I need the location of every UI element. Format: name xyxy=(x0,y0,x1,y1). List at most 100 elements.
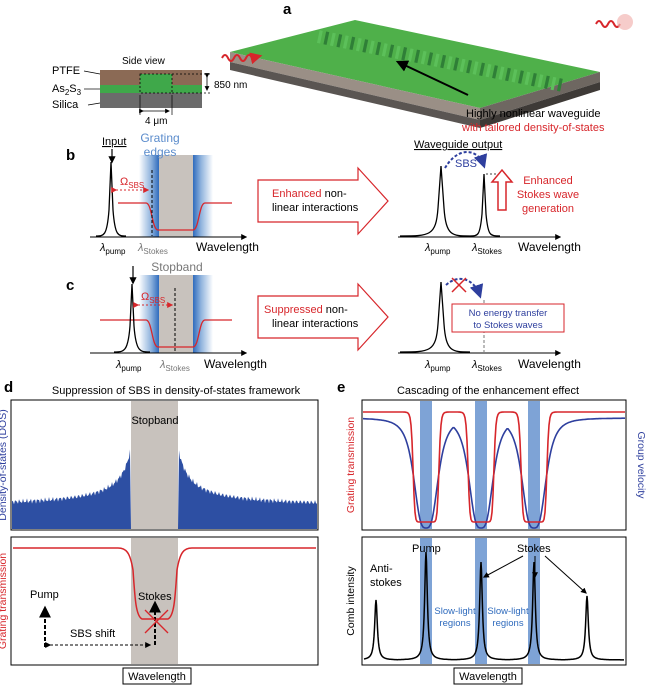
panel-d-letter: d xyxy=(4,379,13,396)
grating-ridge xyxy=(323,31,330,45)
enhanced-stokes-1: Enhanced xyxy=(523,175,573,187)
grating-transmission-curve-b xyxy=(118,202,232,231)
grating-ridge xyxy=(479,62,485,76)
grating-ridge xyxy=(466,60,472,74)
grating-ylabel-e: Grating transmission xyxy=(345,417,357,513)
grating-ridge xyxy=(459,58,466,73)
svg-text:Suppressed non-: Suppressed non- xyxy=(264,304,348,316)
thickness-label: 850 nm xyxy=(214,80,247,91)
lambda-pump-out-c: λpump xyxy=(424,359,451,373)
wavelength-out-c: Wavelength xyxy=(518,357,581,371)
grating-ridge xyxy=(342,35,349,49)
grating-ridge xyxy=(531,72,537,87)
callout-line1: Highly nonlinear waveguide xyxy=(466,108,601,120)
grating-ridge xyxy=(427,52,434,66)
output-wave-icon xyxy=(595,20,621,28)
no-transfer-box xyxy=(451,303,565,333)
no-transfer-1: No energy transfer xyxy=(469,308,548,319)
stokes-label-e: Stokes xyxy=(517,543,551,555)
lambda-pump-b: λpump xyxy=(99,242,126,256)
nonword-b: non- xyxy=(322,188,347,200)
panel-e-title: Cascading of the enhancement effect xyxy=(397,385,579,397)
grating-ridge xyxy=(511,69,518,83)
lambda-stokes-c: λStokes xyxy=(159,359,190,373)
grating-ridge xyxy=(414,49,421,64)
stopband-label-c: Stopband xyxy=(151,260,202,274)
grating-ridge xyxy=(336,34,343,48)
sbs-transfer-arrow xyxy=(444,151,488,169)
grating-ridge xyxy=(362,39,369,53)
grating-ridge xyxy=(524,71,531,86)
panel-c-input-spectrum: Stopband ΩSBS λpump λStokes Wavelength xyxy=(90,260,267,373)
stokes-peak-output xyxy=(469,173,501,237)
grating-ridge xyxy=(505,67,511,82)
grating-transmission-curve-e xyxy=(363,411,625,523)
enhanced-stokes-2: Stokes wave xyxy=(517,189,579,201)
suppressed-word: Suppressed xyxy=(264,304,323,316)
panel-c-output-spectrum: No energy transfer to Stokes waves λpump… xyxy=(398,277,581,373)
wavelength-label-c: Wavelength xyxy=(204,357,267,371)
arrow-line2-c: linear interactions xyxy=(272,318,359,330)
grating-ridge xyxy=(518,70,524,84)
pump-label-d: Pump xyxy=(30,589,59,601)
pump-peak-output xyxy=(399,165,471,237)
stokes-label-d: Stokes xyxy=(138,591,172,603)
dos-ylabel: Density-of-states (DOS) xyxy=(0,409,9,520)
wavelength-xlabel-e: Wavelength xyxy=(459,671,517,683)
grating-ridge xyxy=(543,75,550,89)
layer-as2s3-label: As2S3 xyxy=(52,83,82,97)
comb-spectrum xyxy=(363,551,624,661)
grating-ridge xyxy=(492,65,498,79)
lambda-stokes-out-c: λStokes xyxy=(471,359,502,373)
grating-edges-label-2: edges xyxy=(144,145,177,159)
width-label: 4 μm xyxy=(145,116,167,127)
grating-ridge xyxy=(388,44,395,58)
grating-ridge xyxy=(381,43,388,57)
nonword-c: non- xyxy=(323,304,348,316)
grating-ridge xyxy=(472,61,479,75)
pump-label-e: Pump xyxy=(412,543,441,555)
waveguide-output-label: Waveguide output xyxy=(414,139,502,151)
enhanced-stokes-3: generation xyxy=(522,203,574,215)
grating-ridge xyxy=(394,45,401,60)
omega-sbs-label-c: ΩSBS xyxy=(141,291,165,305)
wavelength-xlabel-d: Wavelength xyxy=(128,671,186,683)
grating-edges-label-1: Grating xyxy=(140,131,179,145)
arrow-line2-b: linear interactions xyxy=(272,202,359,214)
panel-d-title: Suppression of SBS in density-of-states … xyxy=(52,385,301,397)
antistokes-label-1: Anti- xyxy=(370,563,393,575)
stopband-label-d: Stopband xyxy=(131,415,178,427)
lambda-pump-out-b: λpump xyxy=(424,242,451,256)
comb-intensity-plot: Comb intensity Anti- stokes Pump Stokes … xyxy=(345,536,627,666)
grating-ridge xyxy=(329,32,336,47)
dos-plot: Stopband Density-of-states (DOS) xyxy=(0,399,319,531)
grating-ridge xyxy=(433,53,440,67)
lambda-stokes-b: λStokes xyxy=(137,242,168,256)
grating-ridge xyxy=(446,56,453,70)
grating-ridge xyxy=(440,54,447,69)
suppressed-arrow: Suppressed non- linear interactions xyxy=(257,282,389,352)
callout-line2: with tailored density-of-states xyxy=(461,122,605,134)
wavelength-label-b: Wavelength xyxy=(196,240,259,254)
transmission-plot-d: Grating transmission Pump Stokes SBS shi… xyxy=(0,536,319,666)
lambda-pump-c: λpump xyxy=(115,359,142,373)
lambda-stokes-out-b: λStokes xyxy=(471,242,502,256)
cross-section-diagram: Side view PTFE As2S3 Silica 850 nm 4 μm xyxy=(52,56,247,127)
grating-ridges xyxy=(316,30,563,92)
callout-arrow xyxy=(395,60,469,96)
enhanced-up-arrow xyxy=(490,168,514,211)
panel-e-letter: e xyxy=(337,379,345,396)
pump-peak-output-c xyxy=(399,281,471,353)
comb-ylabel: Comb intensity xyxy=(345,566,357,636)
grating-ridge xyxy=(407,48,414,62)
waveguide-3d-illustration: Highly nonlinear waveguide with tailored… xyxy=(221,14,633,134)
svg-text:Enhanced non-: Enhanced non- xyxy=(272,188,347,200)
panel-b-input-spectrum: Input Grating edges ΩSBS λpump λStokes W… xyxy=(90,131,259,256)
panel-c-letter: c xyxy=(66,277,74,294)
grating-group-velocity-plot: Grating transmission Group velocity xyxy=(345,399,647,531)
layer-silica-label: Silica xyxy=(52,99,79,111)
transmission-ylabel-d: Grating transmission xyxy=(0,553,9,649)
slow-light-label-1b: regions xyxy=(439,618,470,629)
no-transfer-2: to Stokes waves xyxy=(473,320,542,331)
